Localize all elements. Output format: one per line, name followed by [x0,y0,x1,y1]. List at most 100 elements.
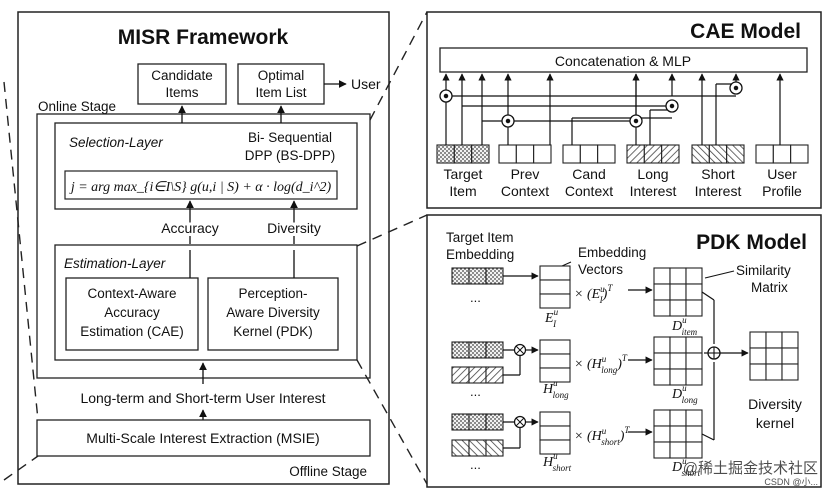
vector-row [539,353,571,369]
embedding-cell [726,144,745,164]
formula-box [64,170,338,200]
similarity-cell [669,409,687,427]
kernel-cell [749,331,767,349]
pdk-title: PDK Model [696,231,807,254]
cae-box-label-1: Context-Aware [87,286,176,301]
embedding-cell [468,413,487,431]
similarity-cell [685,441,703,459]
pdk-box-label-1: Perception- [238,286,307,301]
similarity-cell [669,283,687,301]
optimal-item-list-box [237,63,325,105]
optimal-label-1: Optimal [258,68,305,83]
kernel-cell [765,331,783,349]
embedding-cell [498,144,517,164]
mlp-box [439,47,808,73]
embedding-cell [643,144,663,164]
selection-formula: j = arg max_{i∈I\S} g(u,i | S) + α · log… [69,180,332,195]
similarity-cell [685,425,703,443]
embedding-cell [468,341,487,359]
vector-row [539,439,571,455]
cae-box-label-2: Accuracy [104,305,160,320]
estimation-layer-label: Estimation-Layer [64,256,166,271]
ellipsis: ... [470,384,481,399]
cae-input-label: Interest [695,183,742,199]
embedding-cell [485,267,504,285]
embedding-cell [485,341,504,359]
optimal-label-2: Item List [255,85,306,100]
interest-label: Long-term and Short-term User Interest [80,390,325,406]
embedding-cell [468,267,487,285]
similarity-cell [669,425,687,443]
embedding-cell [451,341,470,359]
kernel-cell [765,363,783,381]
cae-panel: CAE Model Concatenation & MLP TargetItem… [426,11,822,209]
pdk-box-label-2: Aware Diversity [226,305,320,320]
embedding-cell [772,144,792,164]
cae-input-label: Cand [572,166,605,182]
pdk-panel: PDK Model Target Item Embedding Embeddin… [426,214,822,488]
embedding-cell [661,144,680,164]
similarity-cell [685,352,703,370]
cae-input-label: Prev [511,166,540,182]
cae-inputs: TargetItemPrevContextCandContextLongInte… [436,144,809,199]
cae-box [65,277,199,351]
embedding-vectors-label-2: Vectors [578,262,623,277]
candidate-label-1: Candidate [151,68,213,83]
watermark: @稀土掘金技术社区 [683,460,818,477]
similarity-cell [669,299,687,317]
target-embedding-label-1: Target Item [446,230,514,245]
similarity-cell [653,409,671,427]
diversity-kernel-label-1: Diversity [748,396,802,412]
embedding-cell [755,144,774,164]
similarity-label-2: Matrix [751,280,788,295]
pdk-box-label-3: Kernel (PDK) [233,324,313,339]
embedding-cell [626,144,645,164]
cae-input-label: Target [444,166,483,182]
offline-stage-label: Offline Stage [289,464,367,479]
candidate-label-2: Items [165,85,198,100]
misr-panel: MISR Framework Candidate Items Optimal I… [17,11,390,485]
online-stage-label: Online Stage [38,99,116,114]
embedding-cell [708,144,728,164]
user-label: User [351,76,381,92]
similarity-cell [653,425,671,443]
watermark-csdn: CSDN @小... [764,477,818,487]
diversity-label: Diversity [267,220,321,236]
embedding-cell [451,366,470,384]
similarity-cell [653,299,671,317]
bsdpp-label-2: DPP (BS-DPP) [245,148,336,163]
embedding-cell [453,144,473,164]
kernel-cell [781,347,799,365]
embedding-cell [485,366,504,384]
similarity-cell [653,283,671,301]
kernel-cell [781,363,799,381]
similarity-cell [685,267,703,285]
target-embedding-label-2: Embedding [446,247,514,262]
embedding-cell [468,439,487,457]
vector-row [539,293,571,309]
cae-input-label: User [767,166,797,182]
kernel-cell [781,331,799,349]
embedding-cell [579,144,599,164]
diversity-bg: Diversity [267,220,321,236]
cae-input-label: Long [637,166,668,182]
pdk-box [207,277,339,351]
cae-input-label: Interest [630,183,677,199]
accuracy-bg: Accuracy [161,220,219,236]
embedding-cell [562,144,581,164]
vector-row [539,425,571,441]
similarity-cell [653,368,671,386]
similarity-cell [669,267,687,285]
